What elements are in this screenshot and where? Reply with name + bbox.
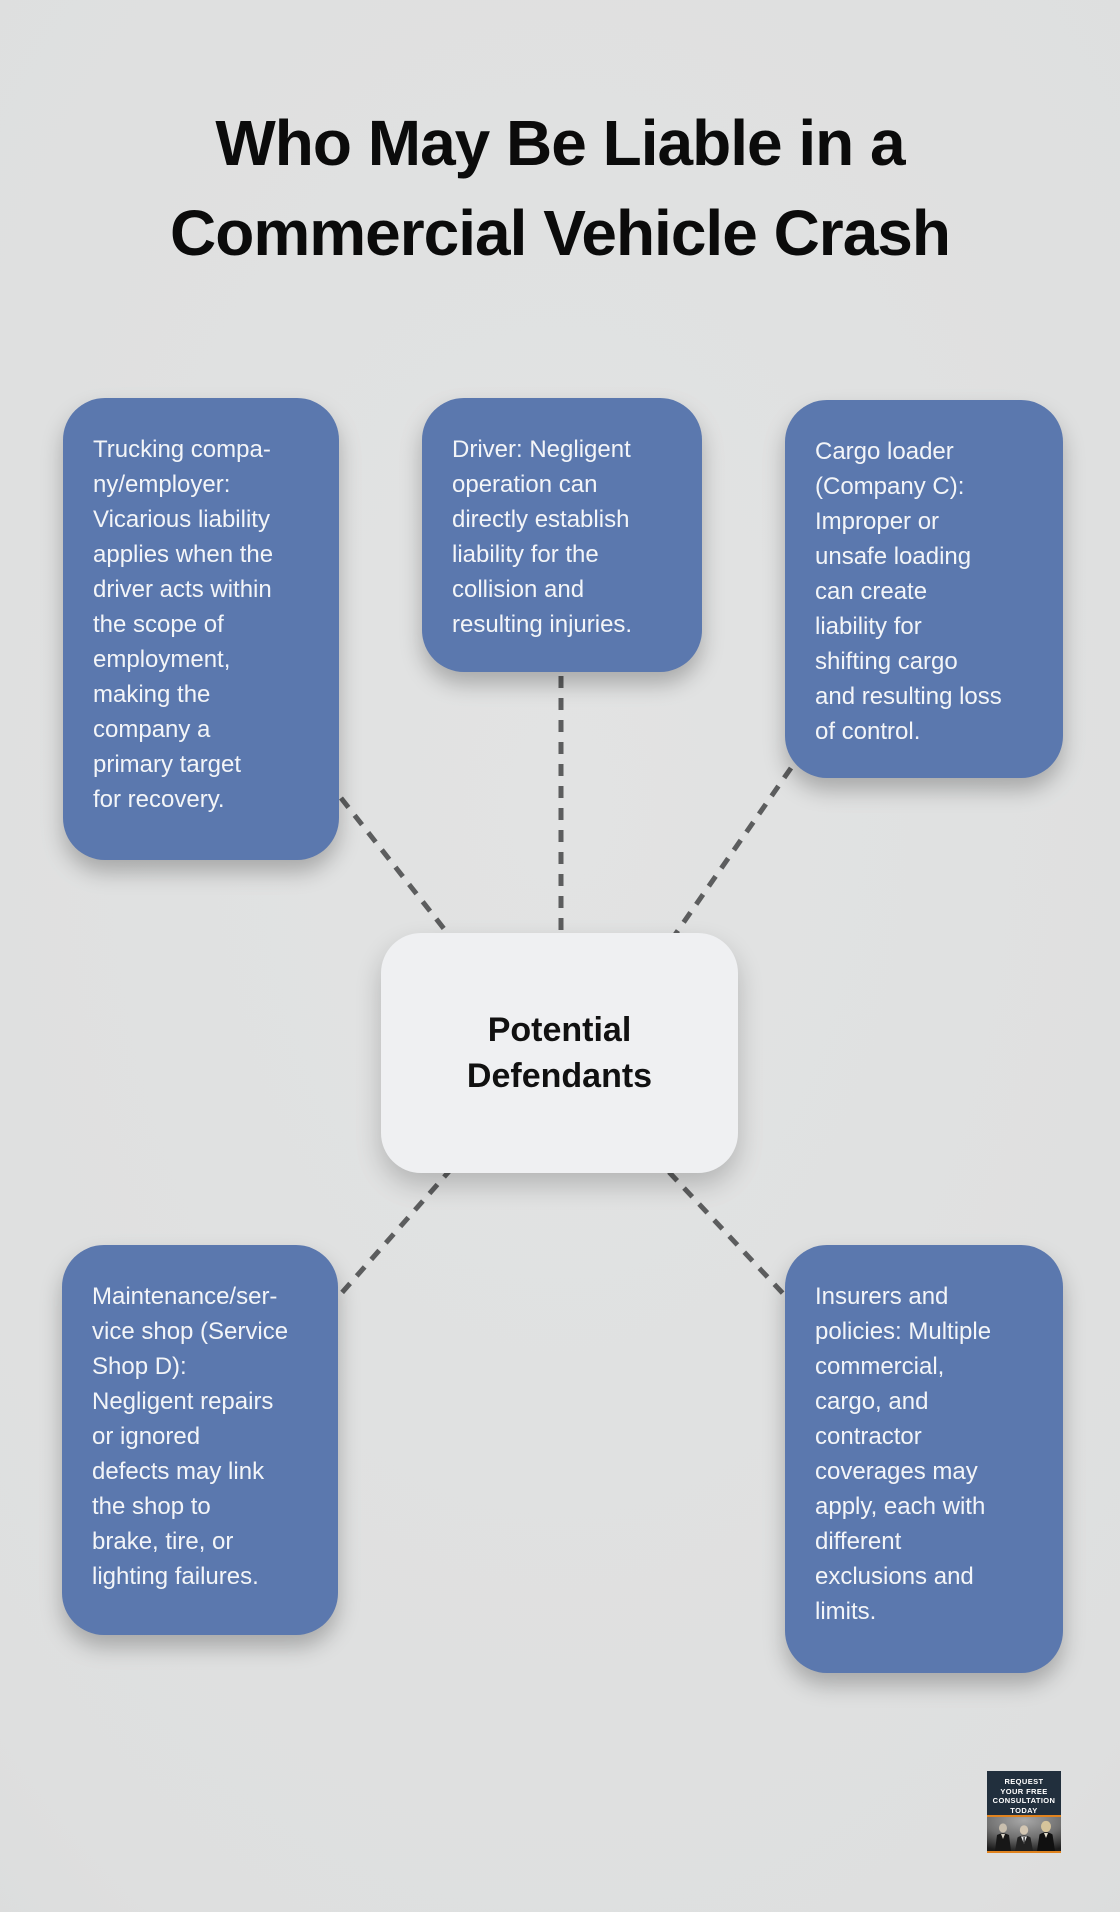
node-cargo-loader: Cargo loader (Company C): Improper or un… [785,400,1063,778]
node-insurers: Insurers and policies: Multiple commerci… [785,1245,1063,1673]
connector-insurers-line [667,1170,793,1304]
center-node-label: Potential Defendants [466,1011,653,1095]
badge-line: YOUR FREE [1000,1786,1048,1796]
page-title: Who May Be Liable in a Commercial Vehicl… [170,107,951,269]
node-maintenance-shop: Maintenance/ser- vice shop (Service Shop… [62,1245,338,1635]
consultation-badge[interactable]: REQUEST YOUR FREE CONSULTATION TODAY [987,1771,1061,1853]
badge-line: TODAY [1010,1805,1038,1815]
badge-line: REQUEST [1004,1777,1044,1786]
node-trucking-company: Trucking compa- ny/employer: Vicarious l… [63,398,339,860]
badge-bottom-divider [987,1851,1061,1853]
badge-divider [987,1815,1061,1817]
connector-maintenance-line [337,1166,454,1298]
attorneys-photo [987,1817,1061,1851]
badge-line: CONSULTATION [992,1796,1056,1805]
connector-cargo-line [660,766,794,954]
center-node-potential-defendants: Potential Defendants [381,933,738,1173]
connector-trucking-line [339,796,458,946]
node-driver: Driver: Negligent operation can directly… [422,398,702,672]
consultation-badge-text: REQUEST YOUR FREE CONSULTATION TODAY [987,1771,1061,1815]
